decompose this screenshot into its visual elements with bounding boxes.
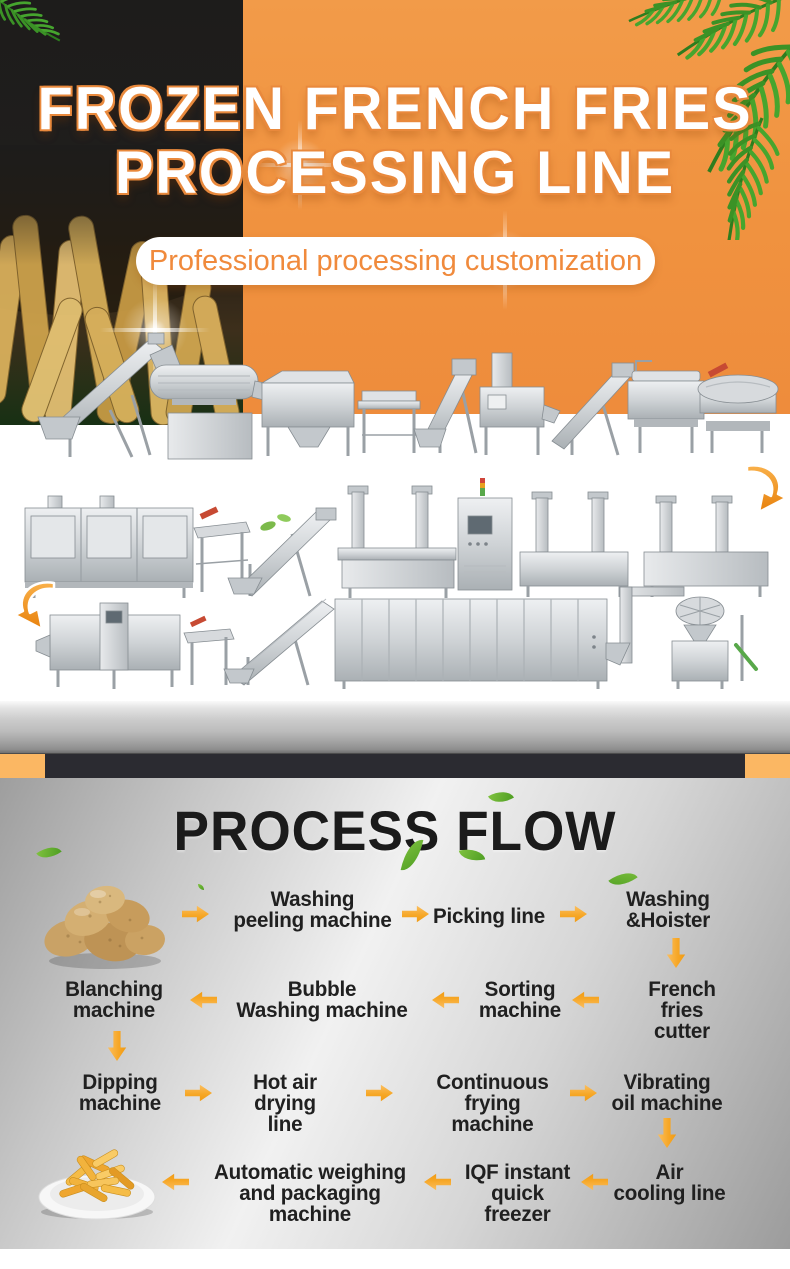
page-title-line1: FROZEN FRENCH FRIES xyxy=(37,75,753,142)
flow-step-line: Automatic weighing xyxy=(214,1161,406,1184)
flow-step-line: Washing xyxy=(270,888,355,911)
palm-leaf-top-left xyxy=(0,0,71,50)
blanching-dipping-line xyxy=(337,485,457,598)
control-cabinet xyxy=(457,478,513,591)
flow-step-washing-hoister: Washing &Hoister xyxy=(619,889,717,931)
freezer-infeed-conveyor xyxy=(223,598,335,686)
cutter-machine xyxy=(479,352,561,455)
feeding-conveyor xyxy=(37,332,165,458)
flow-step-line: oil machine xyxy=(611,1092,723,1115)
process-flow-title: PROCESS FLOW xyxy=(173,799,617,862)
flow-step-line: Air xyxy=(655,1161,684,1184)
incline-conveyor xyxy=(551,362,635,456)
subtitle-pill: Professional processing customization xyxy=(136,237,655,285)
flow-step-bubble-washing-machine: Bubble Washing machine xyxy=(232,979,412,1021)
french-fries-plate-image xyxy=(38,1149,156,1220)
potatoes-image xyxy=(44,885,165,969)
flow-step-line: Picking line xyxy=(432,905,546,928)
flow-step-blanching-machine: Blanching machine xyxy=(61,979,167,1021)
flow-step-line: Blanching xyxy=(65,978,163,1001)
flow-step-line: quick freezer xyxy=(484,1182,551,1226)
machine-line-row-2 xyxy=(24,478,769,598)
flow-step-line: machine xyxy=(78,1092,162,1115)
frying-line xyxy=(519,491,629,597)
process-flow-section xyxy=(0,778,790,1249)
washing-peeling-machine xyxy=(149,344,275,460)
machine-line-row-1 xyxy=(37,332,779,460)
flow-step-line: Washing xyxy=(626,888,710,911)
leaf-icon xyxy=(198,884,204,890)
drying-tunnel xyxy=(24,495,194,598)
flow-step-line: Washing machine xyxy=(236,999,408,1022)
flow-step-line: and packaging machine xyxy=(239,1182,381,1226)
deoiling-line xyxy=(643,495,769,597)
flow-step-french-fries-cutter: French fries cutter xyxy=(633,979,731,1042)
flow-step-line: &Hoister xyxy=(625,909,711,932)
picking-table xyxy=(357,390,421,453)
flow-step-washing-peeling-machine: Washing peeling machine xyxy=(227,889,399,931)
blanching-tank xyxy=(627,360,705,453)
machine-line-row-3 xyxy=(35,586,758,689)
flow-step-line: Bubble xyxy=(287,978,357,1001)
flow-step-line: Vibrating xyxy=(623,1071,711,1094)
flow-step-line: frying machine xyxy=(451,1092,534,1136)
cooling-machine xyxy=(35,602,181,689)
flow-step-air-cooling-line: Air cooling line xyxy=(613,1162,726,1204)
flow-step-vibrating-oil-machine: Vibrating oil machine xyxy=(609,1072,725,1114)
flow-step-dipping-machine: Dipping machine xyxy=(71,1072,169,1114)
flow-step-line: French xyxy=(648,978,716,1001)
flow-step-line: Dipping xyxy=(82,1071,158,1094)
flow-step-hot-air-drying-line: Hot air drying line xyxy=(236,1072,334,1135)
dark-divider-bar xyxy=(0,754,790,778)
flow-step-line: IQF instant xyxy=(464,1161,571,1184)
flow-step-line: Sorting xyxy=(484,978,556,1001)
weighing-packaging-machine xyxy=(605,586,758,689)
flow-step-line: drying line xyxy=(254,1092,316,1136)
flow-step-line: Hot air xyxy=(253,1071,317,1094)
curved-arrow-left xyxy=(13,581,56,631)
curved-arrow-right xyxy=(745,464,788,514)
flow-step-sorting-machine: Sorting machine xyxy=(471,979,569,1021)
flow-step-line: machine xyxy=(72,999,156,1022)
vibrating-feeder-2 xyxy=(183,615,235,685)
iqf-freezer xyxy=(334,598,608,689)
footer-white-strip xyxy=(0,1249,790,1269)
flow-step-line: cooling line xyxy=(613,1182,726,1205)
flow-step-iqf-instant-quick-freezer: IQF instant quick freezer xyxy=(456,1162,579,1225)
orange-accent-right xyxy=(745,754,790,778)
flow-step-line: fries cutter xyxy=(653,999,711,1043)
flow-step-line: Continuous xyxy=(436,1071,549,1094)
vibrating-washer xyxy=(697,362,779,453)
metal-divider-bar xyxy=(0,701,790,754)
elevator-conveyor xyxy=(413,358,478,454)
flow-step-line: machine xyxy=(478,999,562,1022)
subtitle-text: Professional processing customization xyxy=(148,244,643,277)
flow-step-line: peeling machine xyxy=(233,909,392,932)
page-title-line2: PROCESSING LINE xyxy=(114,139,676,206)
orange-accent-left xyxy=(0,754,45,778)
feed-conveyor xyxy=(227,507,337,597)
flow-step-continuous-frying-machine: Continuous frying machine xyxy=(421,1072,563,1135)
peeling-machine-2 xyxy=(260,370,355,456)
flow-step-automatic-weighing-packaging: Automatic weighing and packaging machine xyxy=(197,1162,422,1225)
flow-step-picking-line: Picking line xyxy=(431,906,547,927)
